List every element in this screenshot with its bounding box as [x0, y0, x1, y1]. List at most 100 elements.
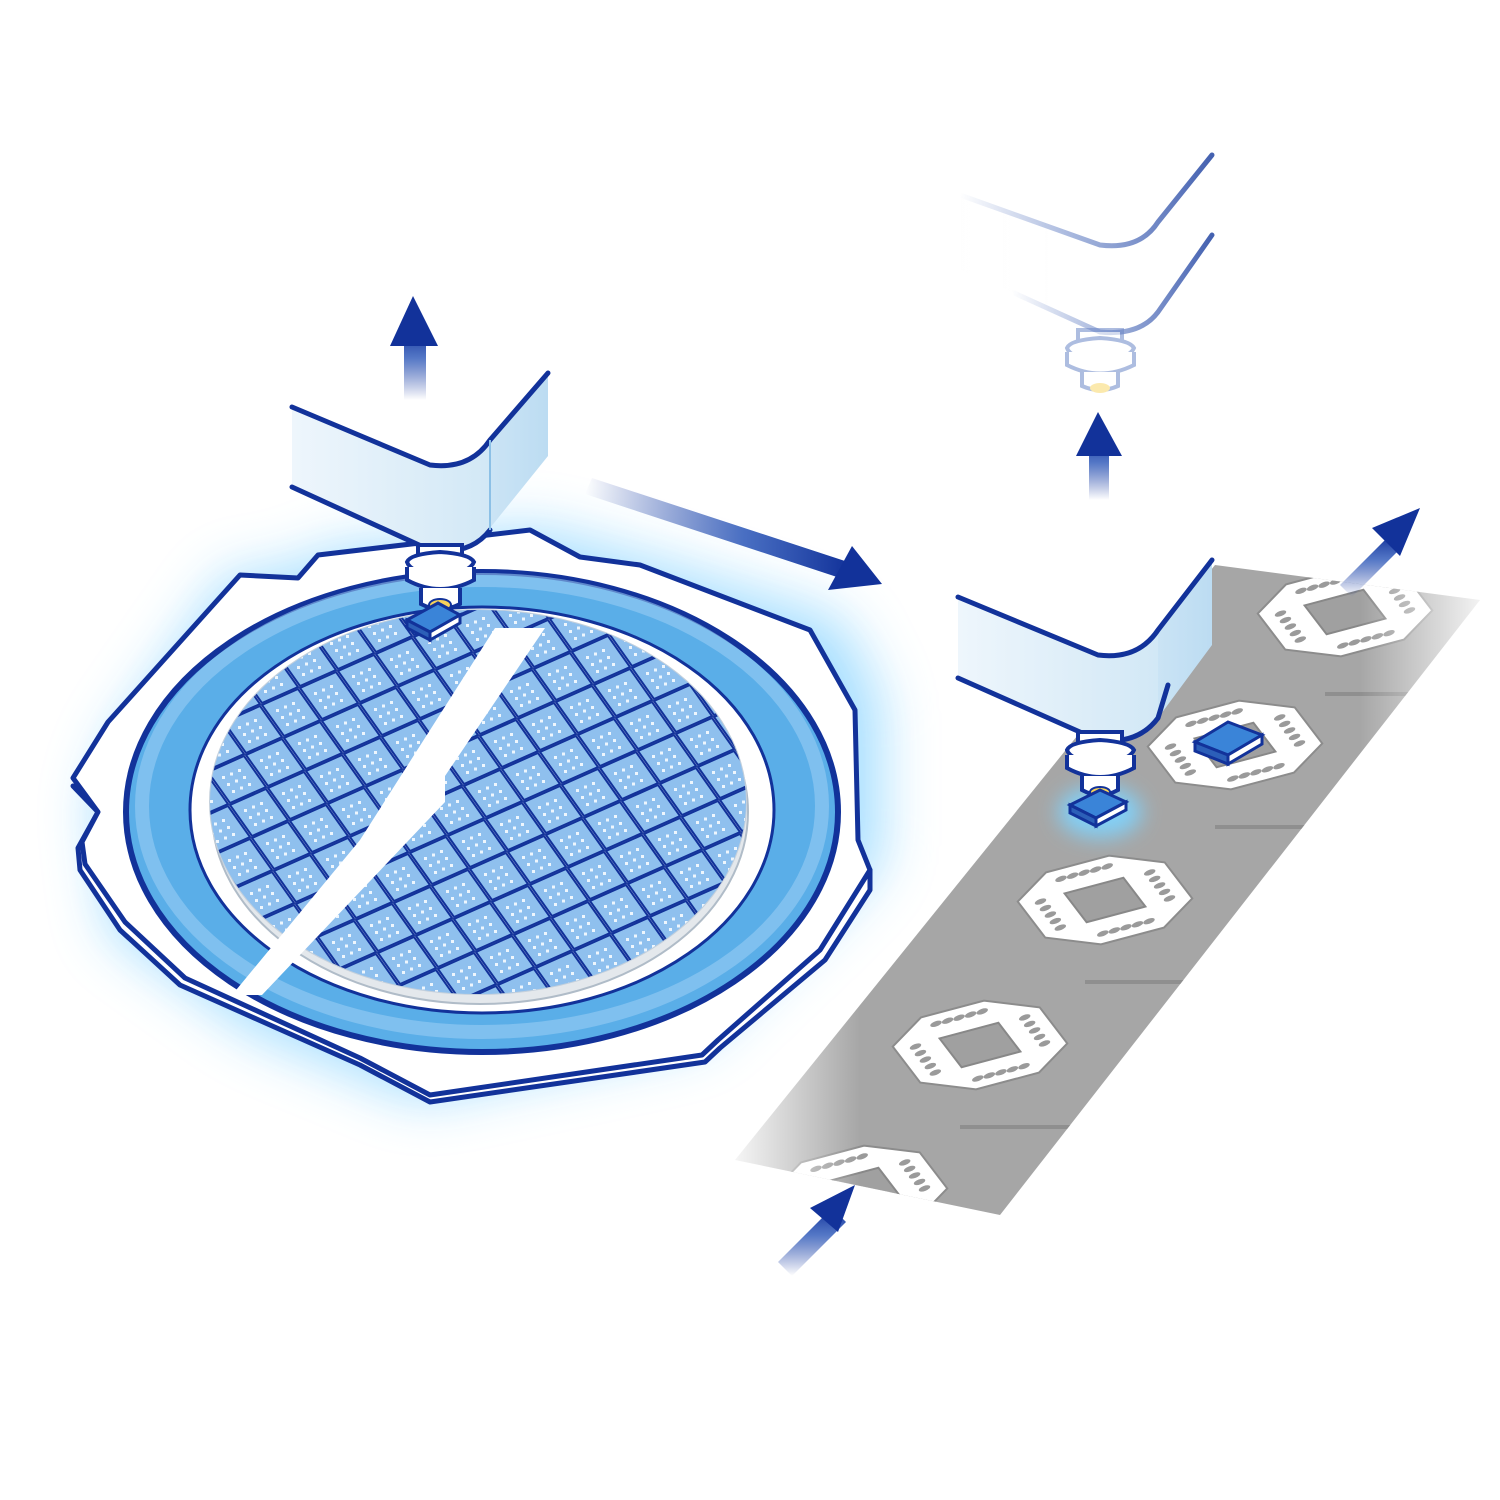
die-pad — [490, 717, 493, 721]
die-pad — [584, 932, 587, 936]
die-pad — [617, 908, 620, 912]
die-pad — [214, 541, 217, 544]
die-pad — [562, 367, 565, 370]
die-pad — [586, 418, 589, 421]
die-pad — [568, 407, 571, 410]
die-pad — [231, 567, 234, 570]
die-pad — [30, 605, 33, 608]
ghost-nozzle — [1064, 328, 1137, 393]
die-pad — [659, 675, 662, 679]
die-pad — [166, 544, 169, 547]
die-pad — [318, 519, 321, 522]
die-pad — [369, 891, 372, 894]
die-pad — [590, 868, 593, 872]
die-pad — [547, 640, 550, 643]
die-pad — [619, 394, 622, 397]
die-pad — [695, 745, 698, 748]
die-pad — [500, 866, 503, 869]
die-pad — [341, 732, 344, 735]
die-pad — [95, 628, 98, 631]
die-pad — [420, 834, 423, 838]
die-pad — [340, 1085, 343, 1088]
die-pad — [580, 720, 583, 723]
die-pad — [654, 815, 657, 819]
die-pad — [255, 514, 258, 517]
die-pad — [339, 861, 342, 865]
die-pad — [100, 592, 103, 595]
die-pad — [242, 510, 245, 513]
die-pad — [136, 558, 139, 561]
die-pad — [504, 754, 507, 757]
die-pad — [371, 761, 374, 765]
die-pad — [453, 425, 456, 428]
die-pad — [472, 897, 475, 900]
die-pad — [412, 838, 415, 841]
die-pad — [373, 675, 376, 678]
die-pad — [630, 484, 633, 487]
die-pad — [726, 850, 729, 854]
die-pad — [62, 652, 65, 655]
die-pad — [247, 517, 250, 520]
die-pad — [646, 862, 649, 865]
die-pad — [565, 461, 568, 464]
die-pad — [626, 699, 629, 703]
lead — [875, 1214, 887, 1215]
die-pad — [701, 871, 704, 874]
die-pad — [602, 796, 605, 799]
die-pad — [222, 819, 225, 822]
die-pad — [228, 859, 231, 862]
die-pad — [499, 790, 502, 793]
die-pad — [373, 632, 376, 635]
die-pad — [374, 898, 377, 901]
die-pad — [664, 682, 667, 686]
die-pad — [193, 584, 196, 587]
die-pad — [554, 371, 557, 374]
die-pad — [338, 638, 341, 642]
die-pad — [534, 783, 537, 787]
die-pad — [418, 921, 421, 924]
die-pad — [603, 872, 606, 875]
die-pad — [573, 842, 576, 846]
carrier-tape — [720, 555, 1500, 1230]
die-pad — [545, 726, 548, 730]
die-pad — [489, 880, 492, 883]
die-pad — [614, 534, 617, 537]
wafer-die — [190, 507, 248, 554]
die-pad — [224, 836, 227, 840]
die-pad — [570, 853, 573, 856]
die-pad — [391, 924, 394, 927]
die-pad — [619, 822, 622, 825]
die-pad — [464, 753, 467, 757]
die-pad — [598, 969, 601, 972]
die-pad — [586, 656, 589, 659]
die-pad — [721, 562, 724, 565]
die-pad — [676, 701, 679, 705]
die-pad — [424, 900, 427, 903]
die-pad — [138, 618, 141, 621]
die-pad — [538, 849, 541, 852]
wafer-die — [98, 591, 156, 638]
die-pad — [894, 880, 897, 883]
die-pad — [352, 718, 355, 721]
die-pad — [508, 966, 511, 970]
die-pad — [356, 649, 359, 652]
die-pad — [40, 619, 43, 622]
wafer-die — [210, 771, 230, 822]
die-pad — [218, 753, 221, 757]
die-pad — [79, 678, 82, 681]
die-pad — [370, 924, 373, 927]
die-pad — [396, 888, 399, 891]
die-pad — [428, 831, 431, 834]
die-pad — [446, 933, 449, 936]
die-pad — [95, 585, 98, 588]
die-pad — [332, 1088, 335, 1091]
die-pad — [395, 1094, 398, 1097]
die-pad — [576, 936, 579, 939]
die-pad — [280, 536, 283, 539]
die-pad — [209, 577, 212, 580]
transfer-arrow — [585, 478, 882, 590]
die-pad — [568, 450, 571, 453]
die-pad — [606, 818, 609, 822]
die-pad — [209, 534, 212, 537]
die-pad — [624, 682, 627, 685]
